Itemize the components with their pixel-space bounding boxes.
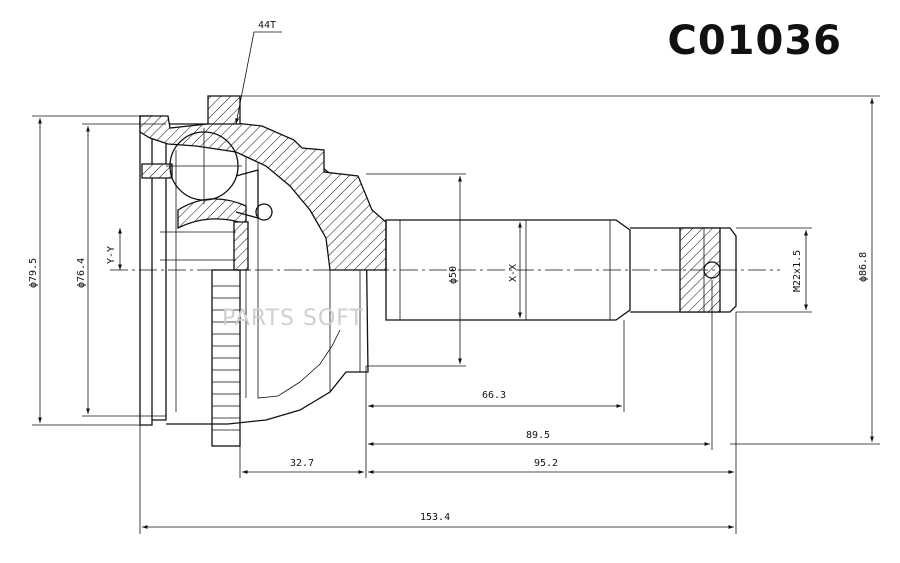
abs-ring	[211, 269, 241, 447]
section-y-label: Y-Y	[106, 246, 117, 264]
dim-len-32-7: 32.7	[290, 458, 314, 469]
ball-and-race	[160, 128, 273, 261]
teeth-label: 44T	[258, 20, 276, 31]
dim-dia-76-4: ϕ76.4	[76, 258, 87, 288]
thread-label: M22x1.5	[792, 250, 803, 292]
dim-len-95-2: 95.2	[534, 458, 558, 469]
dim-dia-79-5: ϕ79.5	[28, 258, 39, 288]
dim-dia-86-8: ϕ86.8	[858, 252, 869, 282]
teeth-leader	[235, 31, 282, 125]
dim-len-153-4: 153.4	[420, 512, 450, 523]
part-number: C01036	[667, 18, 842, 64]
dim-len-89-5: 89.5	[526, 430, 550, 441]
dim-len-66-3: 66.3	[482, 390, 506, 401]
horizontal-dimensions	[139, 280, 737, 534]
section-x-label: X-X	[508, 264, 519, 282]
dim-dia-50: ϕ50	[448, 266, 459, 284]
section-hatch	[139, 95, 387, 271]
vertical-dimensions	[32, 95, 880, 445]
